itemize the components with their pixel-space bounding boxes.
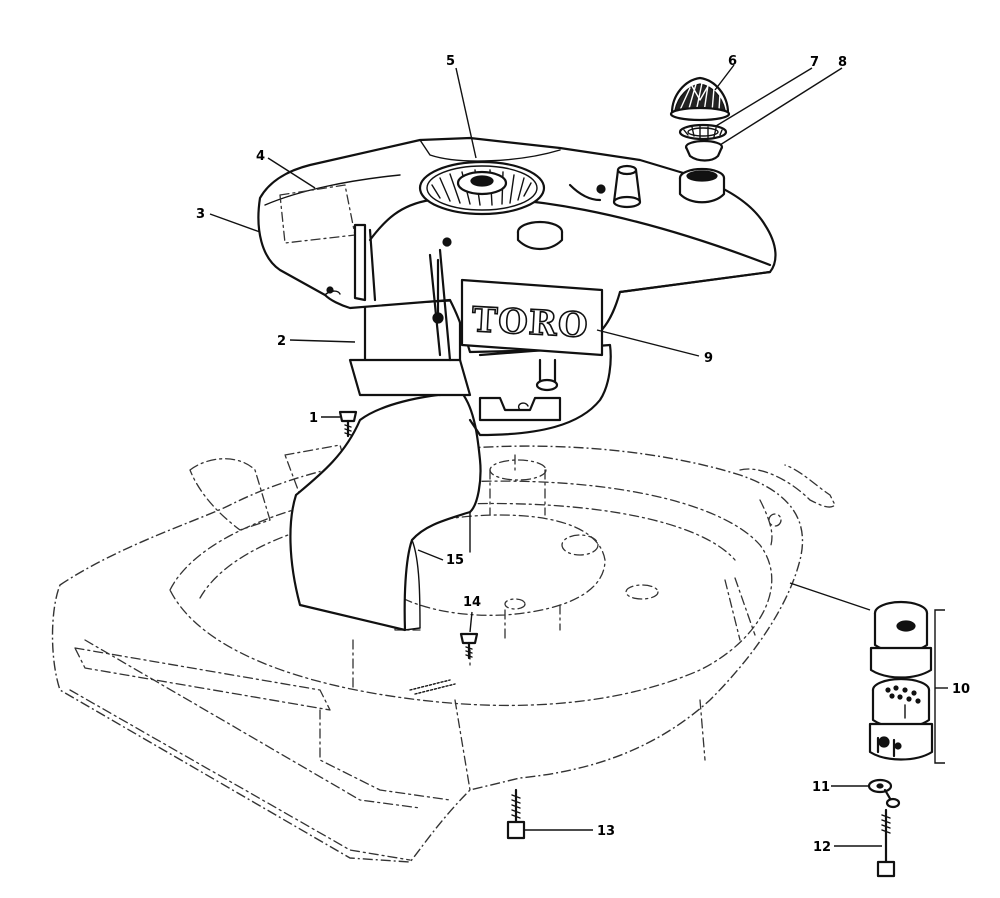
- callout-1: 1: [309, 411, 318, 426]
- callout-2: 2: [277, 334, 286, 349]
- air-cleaner-parts: [669, 76, 731, 162]
- callout-3: 3: [196, 207, 205, 222]
- muffler-holes: [885, 685, 921, 704]
- callout-10: 10: [952, 682, 970, 697]
- callout-8: 8: [838, 55, 847, 70]
- screw-part-14: [459, 632, 479, 660]
- engine-assembly: TORO: [257, 136, 777, 437]
- callout-6: 6: [728, 54, 737, 69]
- callout-11: 11: [812, 780, 830, 795]
- callout-5: 5: [446, 54, 455, 69]
- lockwasher-part-11: [867, 778, 901, 809]
- brand-logo-text: TORO: [471, 300, 590, 346]
- callout-14: 14: [463, 595, 481, 610]
- callout-4: 4: [256, 149, 265, 164]
- callout-13: 13: [597, 824, 615, 839]
- callout-15: 15: [446, 553, 464, 568]
- bolt-part-13: [506, 788, 526, 840]
- screw-part-1: [338, 410, 358, 438]
- callout-12: 12: [813, 840, 831, 855]
- muffler-part: [868, 600, 934, 761]
- callout-labels: 1 2 3 4 5 6 7 8 9 10 11 12 13 14 15: [196, 54, 970, 855]
- bolt-part-12: [876, 808, 896, 878]
- callout-7: 7: [810, 55, 819, 70]
- callout-9: 9: [704, 351, 713, 366]
- callout-leader-lines: [209, 64, 948, 847]
- mower-deck-phantom-outline: [51, 444, 836, 863]
